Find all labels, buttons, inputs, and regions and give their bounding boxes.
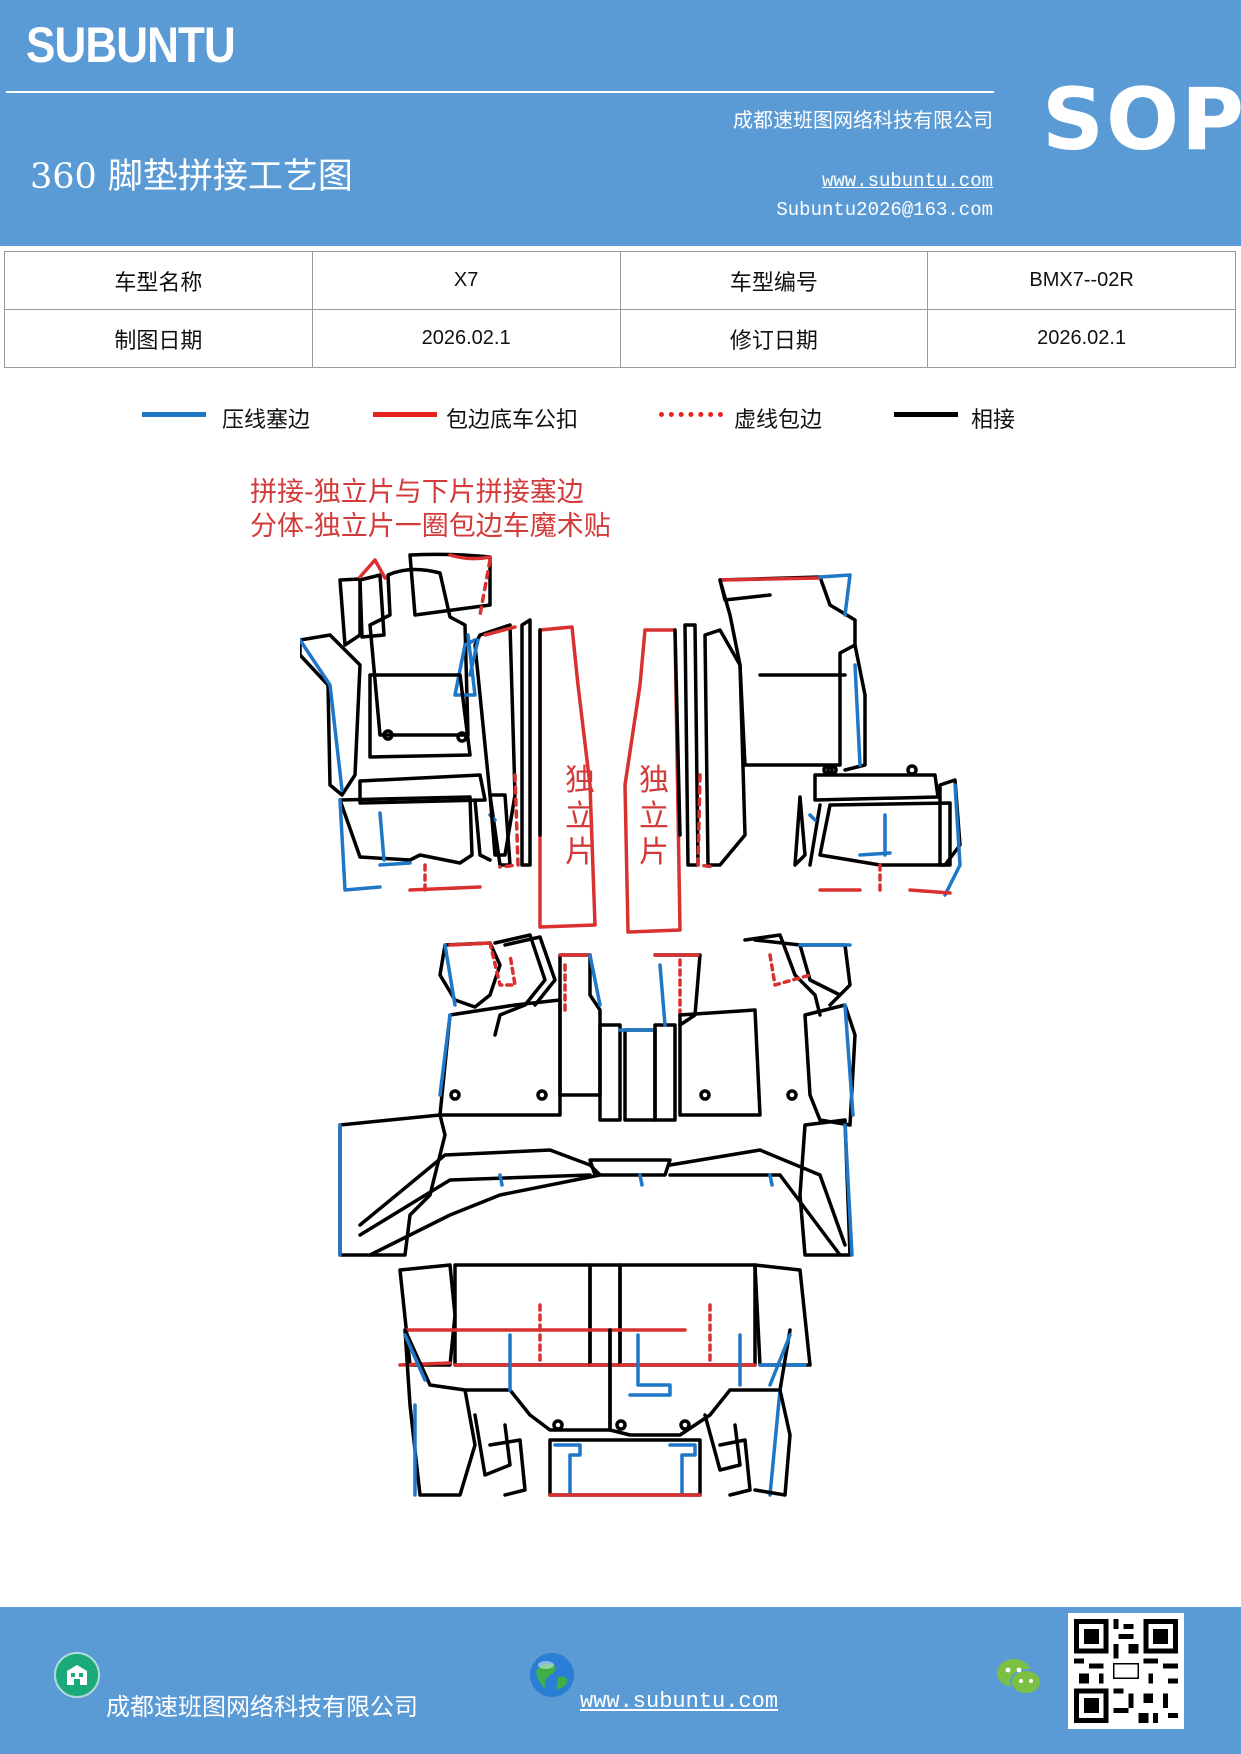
sop-label: SOP <box>1042 70 1241 170</box>
mat-pieces-svg <box>298 552 962 1497</box>
header-email[interactable]: Subuntu2026@163.com <box>776 199 993 221</box>
qr-code[interactable] <box>1068 1613 1184 1729</box>
table-row: 制图日期 2026.02.1 修订日期 2026.02.1 <box>4 309 1236 368</box>
header-banner: SUBUNTU 成都速班图网络科技有限公司 360 脚垫拼接工艺图 www.su… <box>0 0 1241 246</box>
table-cell: BMX7--02R <box>927 251 1236 310</box>
header-company: 成都速班图网络科技有限公司 <box>733 108 993 132</box>
line-legend: 压线塞边 包边底车公扣 虚线包边 相接 <box>0 398 1241 438</box>
legend-label: 相接 <box>971 408 1016 433</box>
floor-mat-diagram: 独立片 独立片 <box>298 535 1000 1515</box>
front-left-mat <box>298 552 512 892</box>
legend-swatch-black <box>894 412 958 417</box>
header-divider <box>6 91 994 93</box>
legend-label: 虚线包边 <box>734 408 823 433</box>
table-row: 车型名称 X7 车型编号 BMX7--02R <box>4 251 1236 310</box>
table-cell: 车型名称 <box>4 251 313 310</box>
table-cell: 修订日期 <box>619 309 929 368</box>
table-cell: 2026.02.1 <box>311 309 621 368</box>
page-title: 360 脚垫拼接工艺图 <box>30 157 353 197</box>
vehicle-info-table: 车型名称 X7 车型编号 BMX7--02R 制图日期 2026.02.1 修订… <box>4 251 1236 368</box>
wechat-icon[interactable] <box>995 1655 1043 1699</box>
right-piece-label: 独立片 <box>639 763 669 870</box>
footer-website-link[interactable]: www.subuntu.com <box>580 1689 779 1714</box>
right-independent-piece <box>623 623 747 934</box>
footer-company: 成都速班图网络科技有限公司 <box>106 1693 418 1721</box>
front-right-mat <box>718 573 962 897</box>
trunk-mat <box>403 1328 792 1497</box>
annotation-split: 分体-独立片一圈包边车魔术贴 <box>250 511 611 542</box>
header-website-link[interactable]: www.subuntu.com <box>821 170 993 192</box>
brand-logo: SUBUNTU <box>26 17 236 73</box>
left-piece-label: 独立片 <box>565 763 595 870</box>
left-independent-piece <box>468 618 597 929</box>
legend-swatch-red <box>373 412 437 417</box>
globe-icon <box>530 1653 574 1697</box>
rear-floor-mat <box>338 933 857 1367</box>
legend-label: 压线塞边 <box>222 408 311 433</box>
table-cell: 制图日期 <box>4 309 313 368</box>
table-cell: X7 <box>311 251 621 310</box>
qr-code-icon <box>1074 1619 1178 1723</box>
table-cell: 2026.02.1 <box>927 309 1236 368</box>
annotation-splice: 拼接-独立片与下片拼接塞边 <box>250 477 584 508</box>
legend-swatch-blue <box>142 412 206 417</box>
table-cell: 车型编号 <box>619 251 929 310</box>
legend-label: 包边底车公扣 <box>446 408 579 433</box>
footer-banner: 成都速班图网络科技有限公司 www.subuntu.com <box>0 1607 1241 1754</box>
building-icon <box>54 1652 100 1698</box>
legend-swatch-red-dotted <box>659 412 723 417</box>
